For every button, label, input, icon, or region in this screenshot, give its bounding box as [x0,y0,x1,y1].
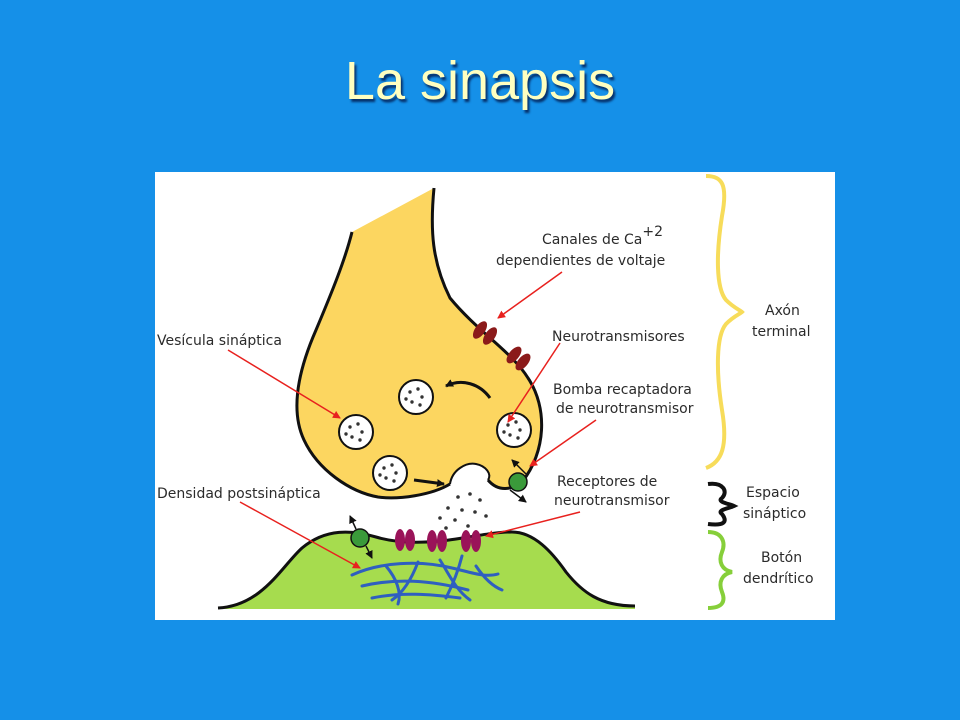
ca-channels [472,321,531,371]
boton-brace [707,530,733,610]
release-site [453,480,486,490]
vesicle [496,412,532,448]
label-espacio: Espacio [746,485,800,501]
released-neurotransmitters [438,492,488,530]
pump-arrow [365,545,373,559]
label-boton: Botón [761,550,802,566]
pointer-arrows [227,271,597,569]
postsynaptic-receptors [395,529,481,552]
label-receptores-line2: neurotransmisor [554,493,670,509]
label-bomba-line1: Bomba recaptadora [553,382,692,398]
axon-brace [705,174,745,470]
label-receptores-line1: Receptores de [557,474,657,490]
slide-title: La sinapsis [344,51,616,111]
label-terminal: terminal [752,324,810,340]
label-sinaptico: sináptico [743,506,806,522]
dendritic-bouton [218,532,635,609]
espacio-brace [707,481,739,527]
label-canales-voltaje: dependientes de voltaje [496,253,665,269]
vesicle [398,379,434,415]
synaptic-vesicles [338,379,532,491]
pump-arrow [349,515,357,530]
reuptake-pump [508,472,528,492]
pump-arrow [509,489,527,503]
reuptake-pump [350,528,370,548]
label-vesicula: Vesícula sináptica [157,333,282,349]
vesicle-cycle-arrow [445,379,492,399]
label-canales-ca: Canales de Ca+2 [542,224,663,248]
axon-membrane [430,187,544,483]
postsynaptic-density [350,554,504,606]
vesicle [372,455,408,491]
label-bomba-line2: de neurotransmisor [556,401,694,417]
vesicle [338,414,374,450]
label-dendritico: dendrítico [743,571,814,587]
label-densidad: Densidad postsináptica [157,486,321,502]
vesicle-cycle-arrow [413,478,445,488]
pump-arrow [511,459,527,475]
label-neurotransmisores: Neurotransmisores [552,329,685,345]
fusing-vesicle [449,462,491,485]
axon-terminal [296,188,542,498]
label-axon: Axón [765,303,800,319]
